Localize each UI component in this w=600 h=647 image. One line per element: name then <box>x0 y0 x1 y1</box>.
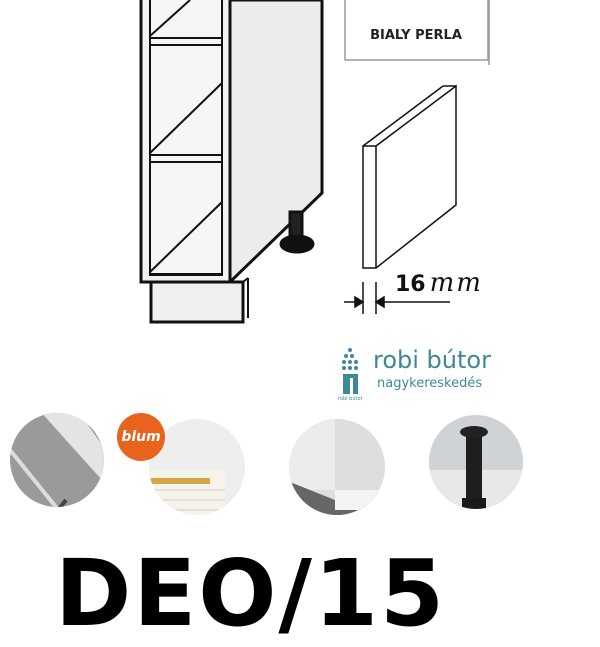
thickness-unit: mm <box>429 268 483 298</box>
feature-handle-icon <box>10 413 104 507</box>
dimension-arrows <box>344 282 450 314</box>
color-name-label: BIALY PERLA <box>370 28 462 43</box>
feature-adjustable-leg-icon <box>429 415 523 509</box>
model-code: DEO/15 <box>55 540 447 647</box>
blum-badge: blum <box>117 413 165 461</box>
feature-plinth-icon <box>289 419 385 515</box>
cabinet-drawing <box>10 0 523 515</box>
brand-tiny-text: robi bútor <box>338 396 363 402</box>
panel-drawing <box>362 84 457 269</box>
brand-logo-mark <box>342 348 358 394</box>
brand-subtitle: nagykereskedés <box>377 376 483 391</box>
cabinet <box>139 0 324 324</box>
color-swatch-box <box>344 0 490 65</box>
brand-name: robi bútor <box>373 346 491 374</box>
feature-blum-drawer-icon <box>149 419 245 515</box>
thickness-value: 16 <box>395 272 426 297</box>
